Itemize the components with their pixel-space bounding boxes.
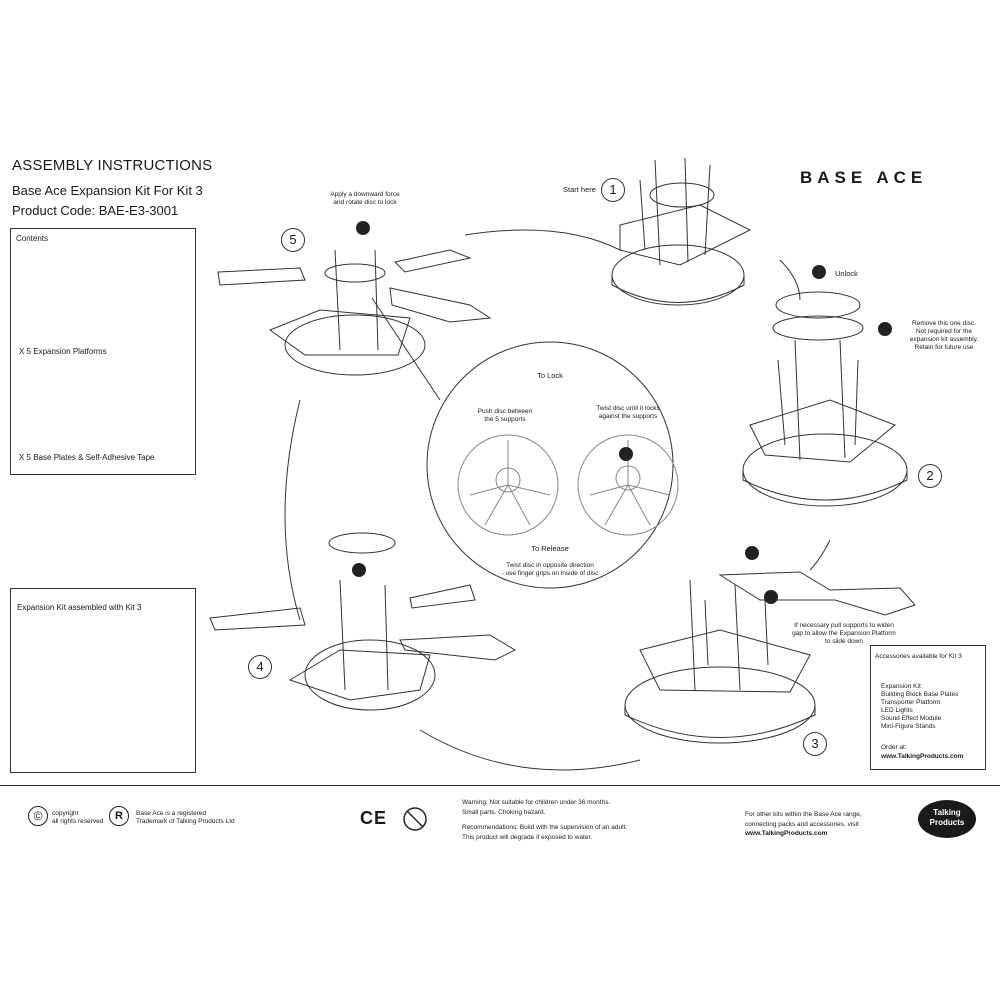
step-1-note: Start here <box>563 185 596 194</box>
other-kits-text: For other kits within the Base Ace range… <box>745 811 862 837</box>
product-code: Product Code: BAE-E3-3001 <box>12 203 179 218</box>
step-5-note: Apply a downward force and rotate disc t… <box>330 191 400 206</box>
accessory-item: LED Lights <box>881 707 913 714</box>
accessory-item: Building Block Base Plates <box>881 691 959 698</box>
platforms-label: X 5 Expansion Platforms <box>19 347 107 356</box>
footer-url-link[interactable]: www.TalkingProducts.com <box>745 830 828 837</box>
contents-heading: Contents <box>16 234 49 243</box>
step-5-number: 5 <box>281 228 305 252</box>
accessory-item: Expansion Kit <box>881 683 921 690</box>
assembled-box: Expansion Kit assembled with Kit 3 <box>10 588 196 773</box>
brand-logo-text: BASE ACE <box>800 168 928 187</box>
accessories-box: Accessories available for Kit 3 Expansio… <box>870 645 986 770</box>
accessories-list: Expansion Kit Building Block Base Plates… <box>881 683 958 731</box>
step-3-note: If necessary pull supports to widen gap … <box>792 622 896 645</box>
accessories-heading: Accessories available for Kit 3 <box>875 653 962 660</box>
step-2-unlock: Unlock <box>835 269 858 278</box>
step-2-note: Remove this one disc. Not required for t… <box>909 320 979 351</box>
step-4-number: 4 <box>248 655 272 679</box>
footer-divider <box>0 785 1000 786</box>
order-label: Order at: <box>881 744 907 751</box>
step-1-number: 1 <box>601 178 625 202</box>
release-note: Twist disc in opposite direction - use f… <box>501 562 599 577</box>
accessory-item: Sound Effect Module <box>881 715 942 722</box>
no-small-children-icon <box>403 807 427 831</box>
page-subtitle: Base Ace Expansion Kit For Kit 3 <box>12 183 203 198</box>
ce-mark-icon: CE <box>360 808 388 828</box>
accessory-item: Mini-Figure Stands <box>881 723 936 730</box>
to-lock-heading: To Lock <box>537 371 563 380</box>
registered-icon: R <box>109 806 129 826</box>
plates-label: X 5 Base Plates & Self-Adhesive Tape <box>19 453 155 462</box>
page-title: ASSEMBLY INSTRUCTIONS <box>12 157 213 174</box>
accessory-item: Transporter Platform <box>881 699 941 706</box>
to-release-heading: To Release <box>531 544 569 553</box>
copyright-text: copyright all rights reserved <box>52 810 104 825</box>
twist-disc-note: Twist disc until it locks against the su… <box>596 405 660 420</box>
step-2-number: 2 <box>918 464 942 488</box>
talking-products-logo: Talking Products <box>918 800 976 838</box>
contents-box: Contents X 5 Expansion Platforms X 5 Bas… <box>10 228 196 475</box>
step-3-number: 3 <box>803 732 827 756</box>
assembled-heading: Expansion Kit assembled with Kit 3 <box>17 603 142 612</box>
copyright-icon: © <box>28 806 48 826</box>
warning-text: Warning: Not suitable for children under… <box>462 799 628 841</box>
push-disc-note: Push disc between the 5 supports <box>477 408 533 423</box>
order-url[interactable]: www.TalkingProducts.com <box>881 753 964 760</box>
registered-text: Base Ace is a registered Trademark of Ta… <box>136 810 235 825</box>
